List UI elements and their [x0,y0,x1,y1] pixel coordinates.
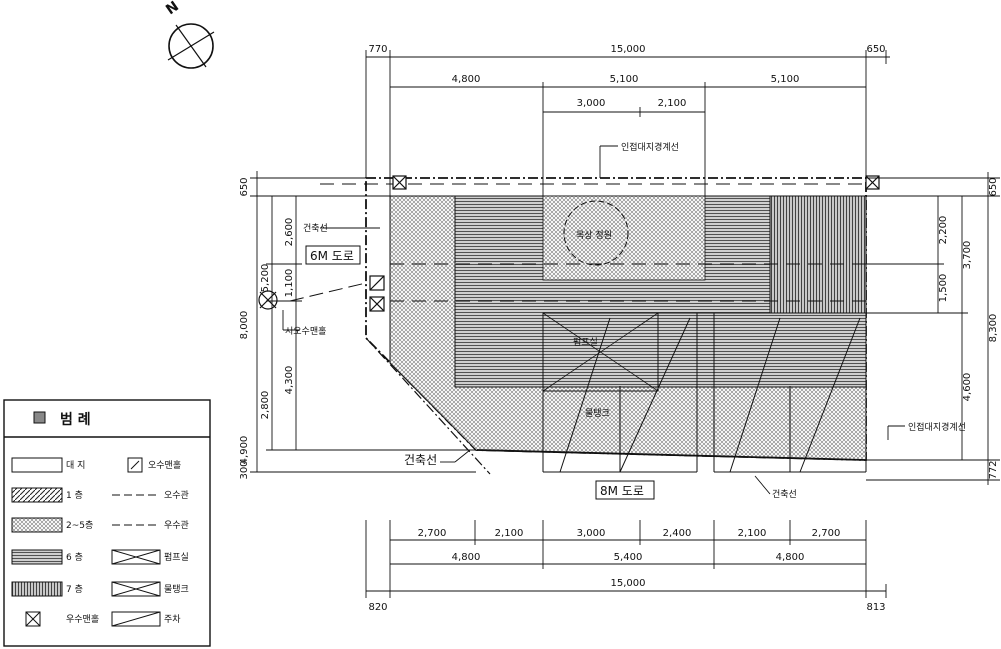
north-label: N [163,0,182,18]
dim-top-row3-b: 2,100 [658,98,687,109]
dim-bottom-row1-c: 3,000 [577,528,606,539]
legend-item-floor2-5: 2~5층 [66,520,93,531]
dimension-texts: 770 15,000 650 4,800 5,100 5,100 3,000 2… [239,44,999,613]
dim-right-mid-a: 3,700 [962,241,973,270]
dim-bottom-row2-c: 4,800 [776,552,805,563]
label-building-line-left: 건축선 [303,223,328,234]
dim-left-outer-total: 8,000 [239,311,250,340]
dim-left-mid-a: 5,200 [260,264,271,293]
dim-left-outer-top: 650 [239,177,250,196]
legend-item-floor1: 1 층 [66,490,83,501]
dim-bottom-row2-a: 4,800 [452,552,481,563]
label-building-line-bottom-left: 건축선 [404,453,437,467]
site-area [365,177,867,475]
dim-top-right-margin: 650 [866,44,885,55]
legend-item-storm-pipe: 우수관 [164,520,189,531]
legend: 범 례 대 지 오수맨홀 1 층 오수관 2~5층 우수관 6 층 펌프실 7 … [3,399,211,647]
dim-bottom-right-margin: 813 [866,602,885,613]
dim-bottom-row1-b: 2,100 [495,528,524,539]
dim-right-inner-a: 2,200 [938,216,949,245]
legend-item-sewer-pipe: 오수관 [164,490,189,501]
north-arrow: N [163,0,215,69]
legend-item-parking: 주차 [164,613,181,625]
dim-left-inner-a: 2,600 [284,218,295,247]
dim-bottom-row1-e: 2,100 [738,528,767,539]
label-road-left: 6M 도로 [310,249,354,263]
dim-bottom-left-margin: 820 [368,602,387,613]
dim-left-outer-bottom: 4,900 [239,436,250,465]
legend-item-water-tank: 물탱크 [164,584,189,595]
annotations: 인접대지경계선 인접대지경계선 건축선 건축선 건축선 6M 도로 8M 도로 … [285,141,966,500]
dim-bottom-row1-d: 2,400 [663,528,692,539]
label-neighbor-boundary-top: 인접대지경계선 [621,141,679,153]
dim-bottom-row2-b: 5,400 [614,552,643,563]
label-roof-garden: 옥상 정원 [576,230,612,241]
dim-bottom-total: 15,000 [611,578,646,589]
legend-item-storm-manhole: 우수맨홀 [66,613,99,625]
sewer-pipes [289,183,866,302]
dim-bottom-row1-a: 2,700 [418,528,447,539]
legend-item-pump-room: 펌프실 [164,551,189,563]
legend-item-sewer-manhole: 오수맨홀 [148,459,181,471]
dim-left-inner-b: 1,100 [284,269,295,298]
label-pump-room: 펌프실 [573,336,598,348]
dim-right-inner-b: 1,500 [938,274,949,303]
dim-left-outer-bottom2: 300 [239,460,250,479]
legend-item-floor6: 6 층 [66,552,83,563]
dim-top-row2-c: 5,100 [771,74,800,85]
legend-item-floor7: 7 층 [66,584,83,595]
dim-right-mid-b: 4,600 [962,373,973,402]
label-road-bottom: 8M 도로 [600,484,644,498]
dim-top-row2-a: 4,800 [452,74,481,85]
label-neighbor-boundary-right: 인접대지경계선 [908,421,966,433]
label-city-manhole: 시오수맨홀 [285,325,326,337]
dim-top-total: 15,000 [611,44,646,55]
dim-top-row2-b: 5,100 [610,74,639,85]
dim-bottom-row1-f: 2,700 [812,528,841,539]
dim-left-inner-c: 2,800 [260,391,271,420]
dim-top-row3-a: 3,000 [577,98,606,109]
legend-title: 범 례 [60,412,91,428]
dim-right-outer-bottom: 772 [988,460,999,479]
legend-item-site: 대 지 [66,460,85,471]
dim-left-mid-b: 4,300 [284,366,295,395]
manholes [258,175,880,312]
parking-stalls [542,313,867,473]
dim-right-outer-total: 8,300 [988,314,999,343]
label-water-tank: 물탱크 [585,408,610,419]
dimension-lines [250,50,1000,598]
label-building-line-bottom-right: 건축선 [772,489,797,500]
dim-top-left-margin: 770 [368,44,387,55]
dim-right-outer-top: 650 [988,177,999,196]
